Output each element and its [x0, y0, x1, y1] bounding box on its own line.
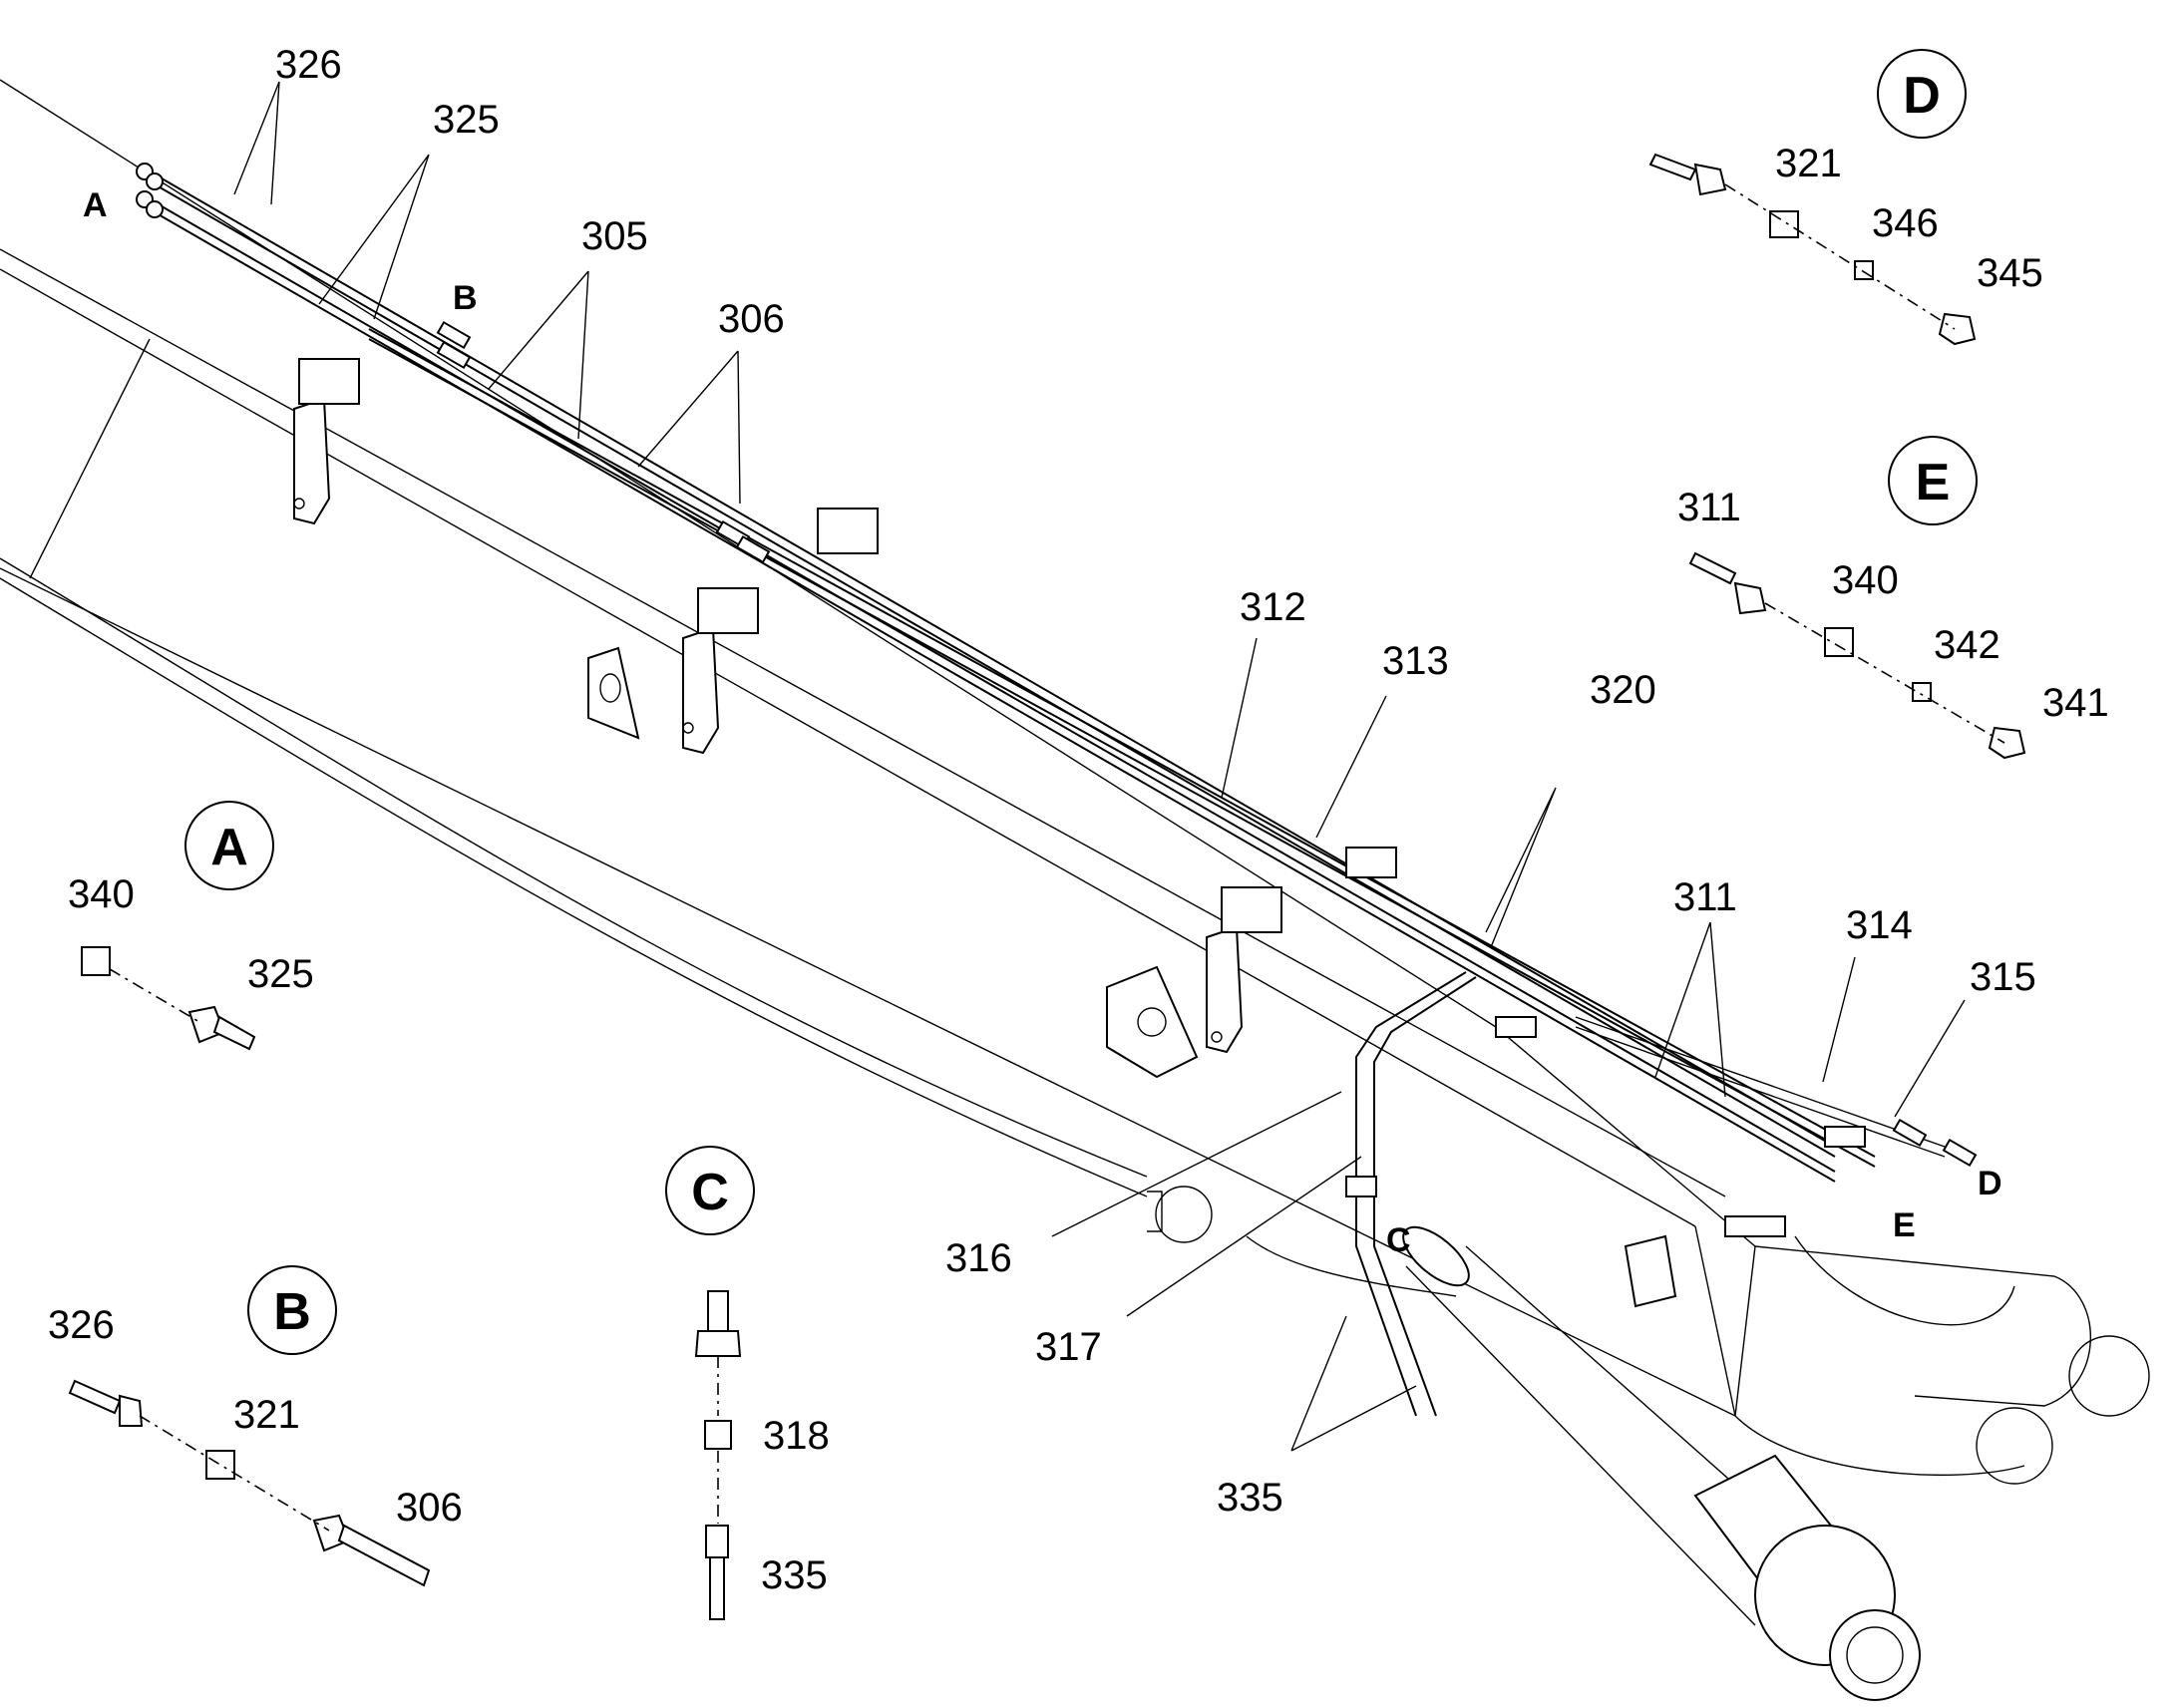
callout-313: 313: [1382, 639, 1449, 683]
callout-314: 314: [1846, 903, 1913, 947]
callout-325-top: 325: [433, 98, 500, 142]
bubble-a-circle: [184, 801, 274, 890]
marker-c: C: [1386, 1221, 1411, 1259]
callout-311-main: 311: [1673, 875, 1737, 919]
bubble-e-circle: [1888, 436, 1978, 525]
bubble-e: E: [1916, 454, 1951, 512]
callout-341: 341: [2042, 681, 2109, 725]
marker-d: D: [1978, 1165, 2002, 1202]
callout-320: 320: [1590, 668, 1656, 712]
callout-311-e: 311: [1677, 486, 1741, 529]
bubble-d: D: [1903, 67, 1941, 125]
bubble-c-circle: [665, 1146, 755, 1235]
callout-306-b: 306: [396, 1486, 463, 1530]
pipe-bundle: [136, 163, 1978, 1417]
callout-335-c: 335: [761, 1553, 828, 1597]
detail-e: [1688, 551, 2026, 760]
callout-315: 315: [1970, 955, 2036, 999]
callout-345: 345: [1977, 251, 2043, 295]
callout-312: 312: [1240, 585, 1306, 629]
callout-316: 316: [945, 1236, 1012, 1280]
marker-e: E: [1893, 1206, 1916, 1244]
marker-b: B: [453, 279, 478, 317]
callout-321-b: 321: [233, 1393, 300, 1437]
callout-340-a: 340: [68, 872, 135, 916]
callout-335-main: 335: [1217, 1476, 1283, 1520]
leader-lines: [233, 81, 1966, 1452]
callout-346: 346: [1872, 201, 1939, 245]
detail-b: [68, 1379, 431, 1587]
callout-306-top: 306: [718, 297, 785, 341]
marker-a: A: [83, 186, 108, 224]
detail-a: [81, 946, 256, 1051]
detail-c: [694, 1290, 742, 1620]
callout-325-a: 325: [247, 952, 314, 996]
bubble-a: A: [210, 819, 248, 876]
callout-326-top: 326: [275, 43, 342, 87]
callout-342: 342: [1934, 623, 2000, 667]
detail-d: [1648, 153, 1977, 346]
boom-body: [0, 79, 2150, 1485]
bubble-d-circle: [1877, 49, 1967, 139]
callouts: 326 325 305 306 312 313 320 311 314 315 …: [48, 43, 2109, 1597]
bubble-b: B: [273, 1283, 311, 1341]
callout-321-d: 321: [1775, 142, 1842, 185]
callout-326-b: 326: [48, 1303, 115, 1347]
hydraulic-cylinder: [1402, 1225, 1921, 1701]
bubble-b-circle: [247, 1265, 337, 1355]
callout-317: 317: [1035, 1325, 1102, 1369]
location-markers: A B C D E: [83, 186, 2002, 1259]
callout-340-e: 340: [1832, 558, 1899, 602]
bubble-c: C: [691, 1164, 729, 1221]
callout-318: 318: [763, 1414, 830, 1458]
pipe-brackets: [293, 358, 1866, 1237]
detail-bubbles: D E A B C: [184, 49, 1978, 1355]
callout-305: 305: [581, 214, 648, 258]
